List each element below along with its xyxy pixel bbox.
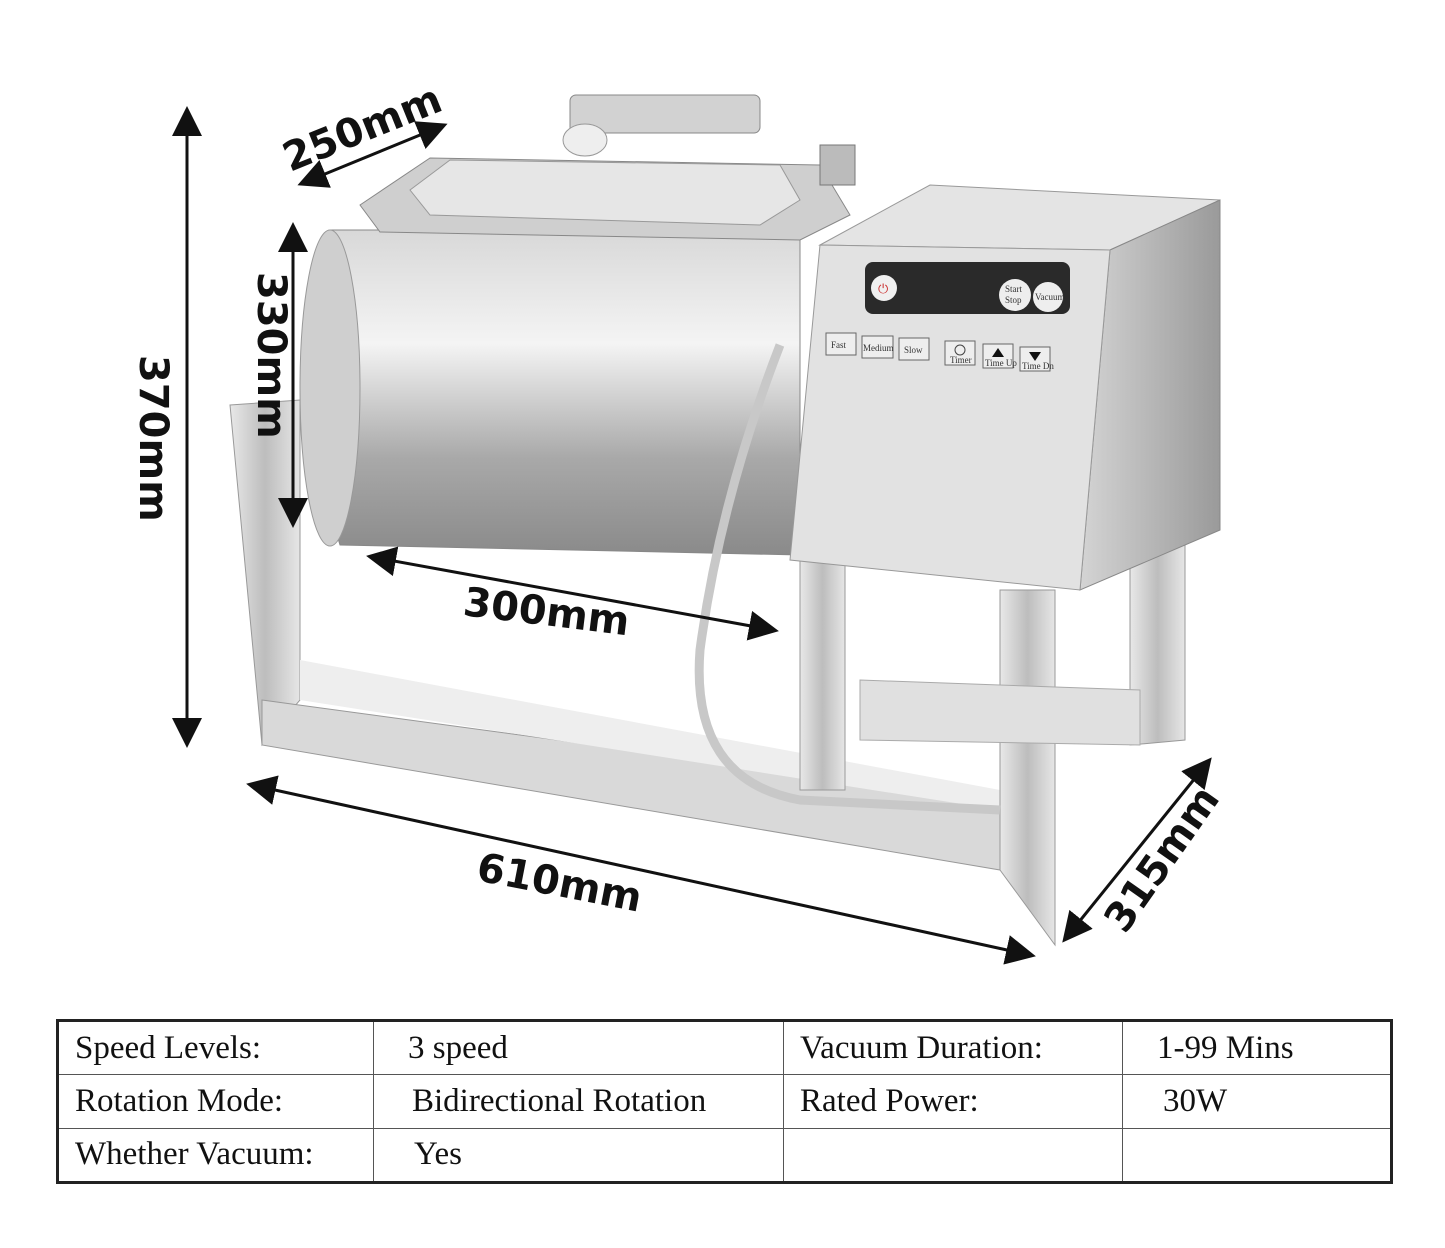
vacuum-label: Vacuum bbox=[1035, 292, 1065, 302]
spec-label: Speed Levels: bbox=[57, 1019, 374, 1076]
lid bbox=[359, 94, 856, 241]
start-stop-button[interactable] bbox=[999, 279, 1031, 311]
length-300-arrow bbox=[366, 546, 779, 641]
up-arrow-icon bbox=[992, 348, 1004, 357]
timer-label: Timer bbox=[950, 355, 972, 365]
power-icon[interactable] bbox=[871, 275, 897, 301]
vacuum-button[interactable] bbox=[1033, 282, 1063, 312]
control-box: ⏻ Start Stop Vacuum Fast Medium Slow Tim… bbox=[789, 184, 1221, 591]
dimension-lines bbox=[172, 106, 1212, 965]
svg-text:⏻: ⏻ bbox=[878, 282, 888, 297]
table-row: Speed Levels: 3 speed Vacuum Duration: 1… bbox=[57, 1019, 1392, 1076]
medium-button[interactable] bbox=[861, 335, 894, 359]
depth-315-arrow bbox=[1062, 757, 1212, 943]
dim-370mm: 370mm bbox=[130, 355, 176, 522]
down-arrow-icon bbox=[1029, 352, 1041, 361]
product-diagram: ⏻ Start Stop Vacuum Fast Medium Slow Tim… bbox=[130, 76, 1229, 965]
width-250-arrow bbox=[297, 121, 448, 188]
dim-315mm: 315mm bbox=[1096, 778, 1229, 941]
spec-table: Speed Levels: 3 speed Vacuum Duration: 1… bbox=[56, 1019, 1393, 1184]
table-row: Rotation Mode: Bidirectional Rotation Ra… bbox=[57, 1074, 1392, 1129]
fast-label: Fast bbox=[831, 340, 847, 350]
slow-button[interactable] bbox=[898, 337, 930, 361]
timer-icon bbox=[954, 344, 966, 356]
spec-value: Yes bbox=[373, 1127, 784, 1184]
spec-value: 1-99 Mins bbox=[1122, 1019, 1392, 1076]
medium-label: Medium bbox=[863, 343, 894, 353]
spec-value bbox=[1122, 1127, 1392, 1184]
table-row: Whether Vacuum: Yes bbox=[57, 1127, 1392, 1184]
spec-label: Rated Power: bbox=[783, 1074, 1123, 1129]
spec-value: 3 speed bbox=[373, 1019, 784, 1076]
valve[interactable] bbox=[819, 144, 856, 186]
lid-handle[interactable] bbox=[569, 94, 761, 134]
spec-label bbox=[783, 1127, 1123, 1184]
stop-label: Stop bbox=[1005, 295, 1022, 305]
drum bbox=[299, 229, 801, 556]
spec-label: Rotation Mode: bbox=[57, 1074, 374, 1129]
dim-610mm: 610mm bbox=[473, 845, 646, 922]
spec-value: Bidirectional Rotation bbox=[373, 1074, 784, 1129]
slow-label: Slow bbox=[904, 345, 923, 355]
dim-330mm: 330mm bbox=[248, 272, 294, 439]
speed-buttons: Fast Medium Slow Timer Time Up Time Dn bbox=[825, 332, 1054, 372]
fast-button[interactable] bbox=[825, 332, 857, 356]
spec-label: Whether Vacuum: bbox=[57, 1127, 374, 1184]
spec-label: Vacuum Duration: bbox=[783, 1019, 1123, 1076]
time-up-label: Time Up bbox=[985, 358, 1017, 368]
spec-value: 30W bbox=[1122, 1074, 1392, 1129]
time-down-label: Time Dn bbox=[1022, 361, 1054, 371]
length-610-arrow bbox=[246, 775, 1036, 965]
start-label: Start bbox=[1005, 284, 1022, 294]
dim-300mm: 300mm bbox=[461, 579, 632, 645]
